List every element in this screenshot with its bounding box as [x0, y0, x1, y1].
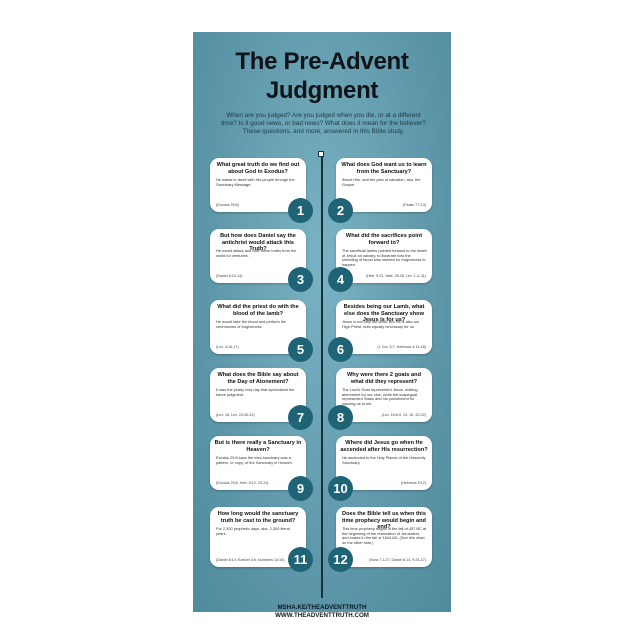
card-answer: Jesus is not only our lamb, but He is al… [342, 319, 420, 329]
card-answer: For 2,300 prophetic days, aka. 2,300 lit… [216, 526, 290, 536]
card-question: What did the priest do with the blood of… [217, 304, 299, 317]
step-number-1: 1 [288, 198, 313, 223]
card-answer: He would attack and hide these truths fr… [216, 248, 297, 258]
step-number-6: 6 [328, 337, 353, 362]
study-card-10: Where did Jesus go when He ascended afte… [336, 436, 432, 490]
card-reference: (Lev. 4:16-17) [216, 345, 239, 349]
intro-text: When are you judged? Are you judged when… [221, 112, 426, 136]
card-question: What did the sacrifices point forward to… [345, 233, 423, 246]
step-number-3: 3 [288, 267, 313, 292]
step-number-12: 12 [328, 547, 353, 572]
card-reference: (Psalm 77:13) [403, 203, 426, 207]
card-reference: (Hebrews 9:12) [400, 481, 426, 485]
card-question: What does the Bible say about the Day of… [217, 372, 299, 385]
card-reference: (Heb. 9:22, Matt. 26:28, Lev. 1-4,:11) [366, 274, 426, 278]
card-answer: Exodus 25:8 says the mini-sanctuary was … [216, 455, 293, 465]
card-question: Why were there 2 goats and what did they… [347, 372, 421, 385]
flyer: The Pre-Advent Judgment When are you jud… [193, 32, 451, 619]
card-reference: (Lev. 16:8-9, 14, 16, 20-22) [381, 413, 426, 417]
card-answer: He ascended to the Holy Places of the He… [342, 455, 426, 465]
card-question: What great truth do we find out about Go… [216, 162, 300, 175]
study-card-1: What great truth do we find out about Go… [210, 158, 306, 212]
card-answer: He would take the blood and perform the … [216, 319, 287, 329]
card-question: But how does Daniel say the antichrist w… [220, 233, 296, 253]
timeline-start-marker [318, 151, 324, 157]
step-number-2: 2 [328, 198, 353, 223]
card-reference: (Exodus 25:8) [216, 203, 239, 207]
card-question: But is there really a Sanctuary in Heave… [214, 440, 302, 453]
card-question: What does God want us to learn from the … [341, 162, 427, 175]
page-title-line2: Judgment [265, 77, 379, 104]
card-reference: (Daniel 8:10-14) [216, 274, 243, 278]
card-reference: (1 Cor. 5:7, Hebrews 4:14-16) [377, 345, 426, 349]
step-number-8: 8 [328, 405, 353, 430]
card-answer: About Him, and the plan of salvation, ak… [342, 177, 421, 187]
card-reference: (Exodus 25:8, Heb. 9:12, 23-24) [216, 481, 269, 485]
step-number-11: 11 [288, 547, 313, 572]
card-question: Does the Bible tell us when this time pr… [342, 511, 426, 531]
step-number-7: 7 [288, 405, 313, 430]
study-card-2: What does God want us to learn from the … [336, 158, 432, 212]
page-title-line1: The Pre-Advent [235, 48, 409, 75]
step-number-5: 5 [288, 337, 313, 362]
card-reference: (Lev. 16, Lev. 23:26-32) [216, 413, 255, 417]
card-question: Besides being our Lamb, what else does t… [343, 304, 425, 324]
footer-website-link[interactable]: WWW.THEADVENTTRUTH.COM [275, 612, 369, 619]
card-question: Where did Jesus go when He ascended afte… [340, 440, 428, 453]
study-card-4: What did the sacrifices point forward to… [336, 229, 432, 283]
card-answer: He wants to dwell with His people throug… [216, 177, 295, 187]
card-answer: It was the yearly holy day that symboliz… [216, 387, 295, 397]
study-card-5: What did the priest do with the blood of… [210, 300, 306, 354]
timeline-line [321, 154, 323, 598]
card-reference: (Ezra 7:1-27; Daniel 8:14, 9:24-27) [369, 558, 426, 562]
step-number-9: 9 [288, 476, 313, 501]
card-question: How long would the sanctuary truth be ca… [217, 511, 299, 524]
step-number-10: 10 [328, 476, 353, 501]
card-reference: (Daniel 8:14; Ezekiel 4:6; Numbers 14:34… [216, 558, 285, 562]
card-answer: This time prophecy began in the fall of … [342, 526, 427, 546]
card-answer: The sacrificial lambs pointed forward to… [342, 248, 427, 268]
card-answer: The Lord's Goat represented Jesus, makin… [342, 387, 418, 407]
footer-short-link[interactable]: MSHA.KE/THEADVENTTRUTH [277, 604, 367, 611]
step-number-4: 4 [328, 267, 353, 292]
